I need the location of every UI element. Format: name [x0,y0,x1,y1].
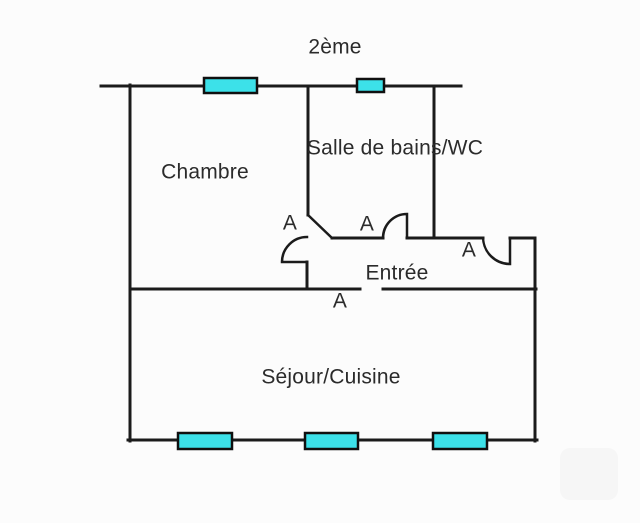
room-label-sejour-cuisine: Séjour/Cuisine [261,365,401,389]
room-label-salle-de-bains: Salle de bains/WC [306,136,484,160]
door-label-bains: A [282,211,298,235]
door-label-sejour: A [332,289,348,313]
room-label-entree: Entrée [365,261,429,285]
door-label-entree-right: A [461,238,477,262]
window-icon-bottom-left [176,431,234,451]
door-arc-entree-middle [381,212,409,240]
window-icon-bottom-middle [303,431,360,451]
watermark-smudge [560,448,618,500]
window-icon-top-right [355,77,386,94]
door-leaf-bains-diagonal [306,213,334,240]
window-icon-bottom-right [431,431,489,451]
door-arc-entree-right [481,236,512,266]
room-label-chambre: Chambre [161,160,249,184]
door-label-entree-middle: A [359,212,375,236]
floor-title: 2ème [308,35,362,59]
window-icon-top-left [202,76,259,95]
door-arc-chambre [280,235,309,264]
